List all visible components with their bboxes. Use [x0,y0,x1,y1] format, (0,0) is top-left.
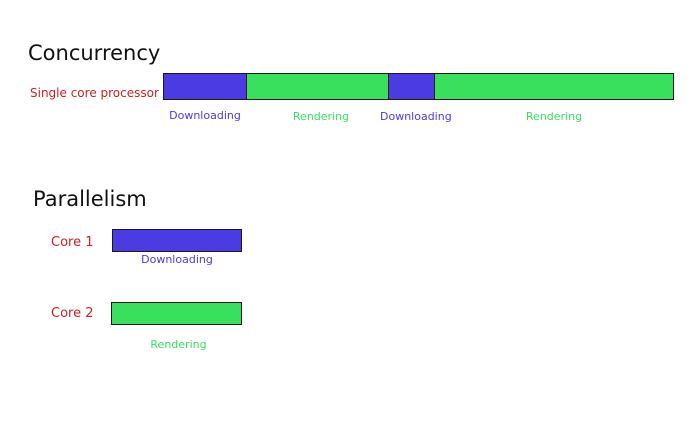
core-1-bar-downloading [112,229,242,252]
core-1-label: Core 1 [51,235,94,250]
concurrency-segment-rendering-2 [434,73,674,100]
concurrency-segment-downloading-1 [163,73,247,100]
parallelism-title: Parallelism [33,187,147,211]
core-1-task-label: Downloading [141,253,213,266]
core-2-task-label: Rendering [150,338,207,351]
core-2-label: Core 2 [51,306,94,321]
concurrency-segment-label-2: Rendering [292,110,350,123]
concurrency-segment-label-3: Downloading [380,110,452,123]
single-core-label: Single core processor [30,86,159,100]
core-2-bar-rendering [111,302,242,325]
concurrency-title: Concurrency [28,41,161,65]
concurrency-segment-rendering-1 [246,73,389,100]
concurrency-segment-label-1: Downloading [169,109,241,122]
concurrency-segment-downloading-2 [388,73,435,100]
concurrency-segment-label-4: Rendering [525,110,583,123]
